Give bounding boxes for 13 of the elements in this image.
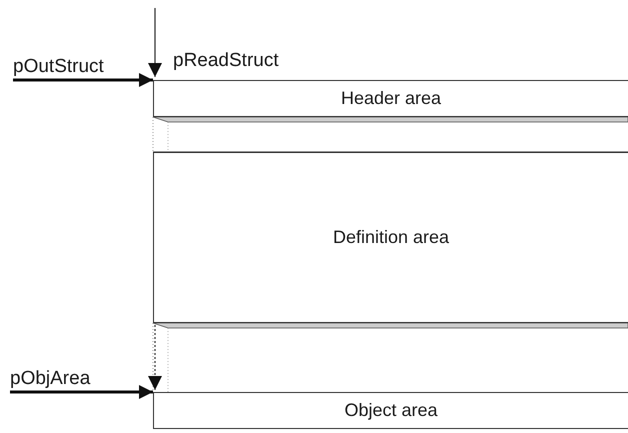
arrow	[10, 385, 153, 399]
pointer-name: pOutStruct	[13, 54, 133, 78]
dashed-arrow	[148, 324, 162, 390]
area-label: Definition area	[332, 227, 450, 248]
arrow	[148, 8, 162, 78]
pointer-name: pObjArea	[10, 366, 135, 390]
area-label: Header area	[340, 88, 442, 109]
area-label: Object area	[344, 400, 438, 421]
memory-area-box	[153, 152, 628, 323]
edge-label: pReadStruct	[173, 51, 279, 70]
memory-area-box	[153, 80, 628, 117]
arrow	[13, 73, 153, 87]
memory-area-box	[153, 392, 628, 429]
